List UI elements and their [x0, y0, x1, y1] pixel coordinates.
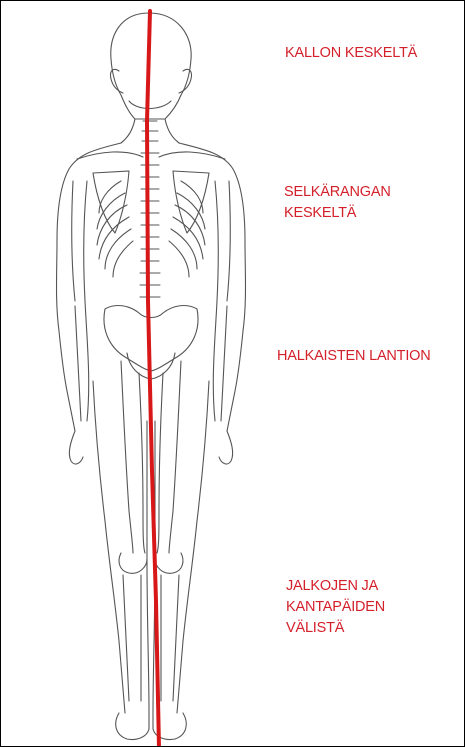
label-spine-center: SELKÄRANGAN KESKELTÄ: [284, 182, 391, 224]
label-pelvis-split: HALKAISTEN LANTION: [277, 346, 431, 367]
label-legs-heels: JALKOJEN JA KANTAPÄIDEN VÄLISTÄ: [286, 576, 385, 639]
label-skull-center: KALLON KESKELTÄ: [285, 43, 417, 64]
